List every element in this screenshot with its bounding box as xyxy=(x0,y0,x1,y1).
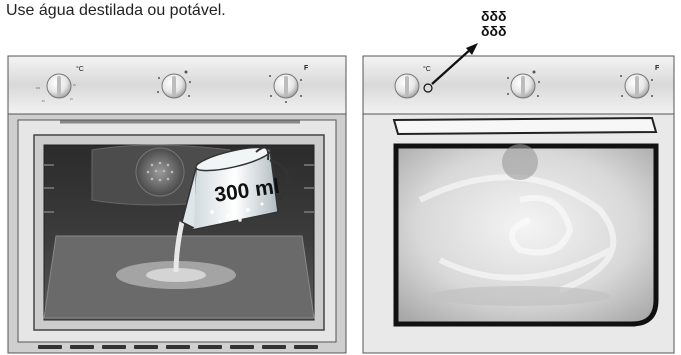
steam-marker-line-2: δδδ xyxy=(481,24,506,39)
right-knob3-unit: F xyxy=(655,65,660,72)
svg-text:•••: ••• xyxy=(36,85,41,90)
right-oven: °C F xyxy=(363,43,674,353)
steam-marker-line-1: δδδ xyxy=(481,9,506,24)
left-knob3-unit: F xyxy=(304,65,309,72)
left-fan-grille xyxy=(136,148,184,196)
door-handle xyxy=(394,118,656,134)
right-knob1-unit: °C xyxy=(423,65,431,73)
steam-marker-symbol: δδδ δδδ xyxy=(481,9,506,39)
left-oven: °C ••••••••• F xyxy=(8,56,346,353)
left-knob1-unit: °C xyxy=(76,65,84,73)
